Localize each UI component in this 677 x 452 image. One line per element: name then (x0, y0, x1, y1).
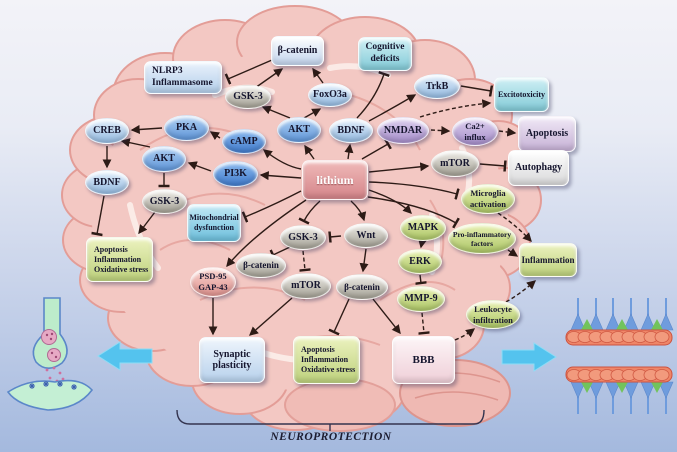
node-inflammation: Inflammation (519, 243, 577, 277)
node-apoptosis-box: Apoptosis (518, 116, 576, 152)
node-pro-inflammatory-factors: Pro-inflammatory factors (448, 223, 516, 254)
edge-mmp9-bbb (418, 312, 430, 335)
edge-akt-foxo3a (303, 108, 322, 119)
node-akt-left: AKT (142, 146, 186, 172)
brainstem-cerebellum (284, 359, 511, 432)
node-bbb: BBB (392, 336, 455, 384)
edge-lithium-wnt (350, 200, 367, 222)
node-nmdar: NMDAR (377, 117, 429, 144)
edge-aktl-creb (120, 138, 151, 148)
node-leukocyte-infiltration: Leukocyte infiltration (466, 300, 520, 329)
edge-lithium-microglia (368, 181, 460, 200)
edge-bdnfl-stressbox (91, 195, 105, 237)
node-excitotoxicity: Excitotoxicity (494, 77, 549, 112)
edge-bdnf-cognitive (356, 71, 390, 119)
bbb-vessel-illustration (565, 298, 674, 415)
edge-bdnf-trkb (368, 94, 417, 122)
edge-pi3k-aktl (187, 161, 212, 172)
flow-arrow-right-icon (501, 342, 557, 372)
edge-trkb-excitotoxicity (460, 85, 494, 97)
neuroprotection-caption: NEUROPROTECTION (270, 431, 392, 443)
edge-microglia-inflammation (497, 212, 532, 242)
edge-lithium-akt (304, 144, 315, 160)
edge-lithium-mapk (368, 189, 412, 214)
edge-pka-creb (130, 124, 163, 135)
node-psd95-gap43: PSD-95 GAP-43 (190, 267, 236, 297)
edge-gsk3-bcatenin-top (254, 68, 284, 89)
node-mtor-center: mTOR (281, 273, 331, 299)
edge-wnt-bcatbottom (359, 248, 369, 273)
edge-foxo3a-bcatenin-top (312, 67, 324, 84)
edge-wnt-gsk3c (328, 231, 342, 243)
node-akt-center: AKT (277, 117, 321, 143)
node-gsk3-center: GSK-3 (280, 225, 326, 250)
edge-leukocyte-inflammation (505, 280, 537, 303)
node-autophagy: Autophagy (508, 150, 569, 186)
edge-lithium-proinflammatory (367, 196, 460, 229)
node-gsk3-top: GSK-3 (225, 85, 271, 109)
edge-ca2-apoptosis (498, 127, 517, 137)
node-pi3k: PI3K (213, 161, 258, 187)
node-synaptic-plasticity: Synaptic plasticity (199, 337, 265, 383)
synapse-illustration (6, 297, 94, 411)
node-cognitive-deficits: Cognitive deficits (358, 37, 412, 71)
edge-mtor-autophagy (479, 160, 507, 172)
edge-bcatenin-nlrp3 (224, 59, 273, 85)
node-stress-box-center: Apoptosis Inflammation Oxidative stress (293, 336, 360, 384)
node-bdnf-center: BDNF (329, 118, 373, 143)
node-foxo3a: FoxO3a (308, 83, 352, 107)
edge-gsk3c-bcatmid (269, 246, 291, 261)
node-gsk3-left: GSK-3 (142, 189, 187, 214)
edge-camp-pka (209, 131, 221, 141)
node-mapk: MAPK (400, 215, 446, 241)
edge-erk-mmp9 (415, 274, 427, 285)
node-wnt: Wnt (344, 223, 388, 248)
node-pka: PKA (164, 115, 209, 141)
node-creb: CREB (85, 118, 129, 144)
node-mitochondrial-dysfunction: Mitochondrial dysfunction (187, 204, 241, 242)
node-stress-box-left: Apoptosis Inflammation Oxidative stress (86, 237, 153, 282)
edge-bbb-leukocyte (454, 328, 476, 341)
edge-bcatbottom-bbb (372, 298, 401, 335)
node-trkb: TrkB (414, 74, 460, 99)
node-beta-catenin-mid: β-catenin (236, 253, 286, 278)
node-camp: cAMP (222, 129, 266, 154)
node-beta-catenin-top: β-catenin (271, 36, 324, 66)
node-microglia-activation: Microglia activation (461, 184, 515, 214)
node-nlrp3-inflammasome: NLRP3 Inflammasome (144, 61, 222, 94)
edge-lithium-bdnf (344, 143, 354, 160)
edge-lithium-camp (262, 149, 302, 170)
edge-akt-gsk3-top (261, 105, 291, 119)
node-beta-catenin-bottom: β-catenin (336, 274, 388, 300)
edge-gsk3c-mtorc (299, 250, 311, 272)
edge-mtorc-synaptic (248, 297, 293, 336)
edge-lithium-mtor (368, 162, 430, 173)
edge-bcatbottom-stressboxc (328, 298, 350, 336)
receptor-icons (29, 381, 77, 390)
node-lithium: lithium (302, 160, 368, 200)
edge-lithium-nmdar (361, 138, 392, 160)
edge-mapk-erk (418, 238, 427, 249)
node-mtor-right: mTOR (431, 150, 479, 177)
flow-arrow-left-icon (97, 341, 153, 371)
edge-lithium-pi3k (259, 171, 302, 181)
edge-proinflammatory-inflammation (507, 247, 519, 257)
edge-nmdar-ca2 (430, 126, 451, 136)
node-ca2-influx: Ca2+ influx (452, 117, 498, 146)
node-mmp9: MMP-9 (397, 286, 445, 312)
edge-lithium-gsk3c (298, 200, 321, 225)
edge-nmdar-excitotoxicity (419, 99, 492, 118)
edge-gsk3l-stressbox (138, 211, 156, 235)
edge-lithium-psd95 (226, 199, 307, 268)
neuroprotection-bracket (176, 409, 485, 431)
node-bdnf-left: BDNF (85, 170, 129, 195)
edge-lithium-mito (241, 190, 302, 223)
node-erk: ERK (398, 249, 442, 274)
